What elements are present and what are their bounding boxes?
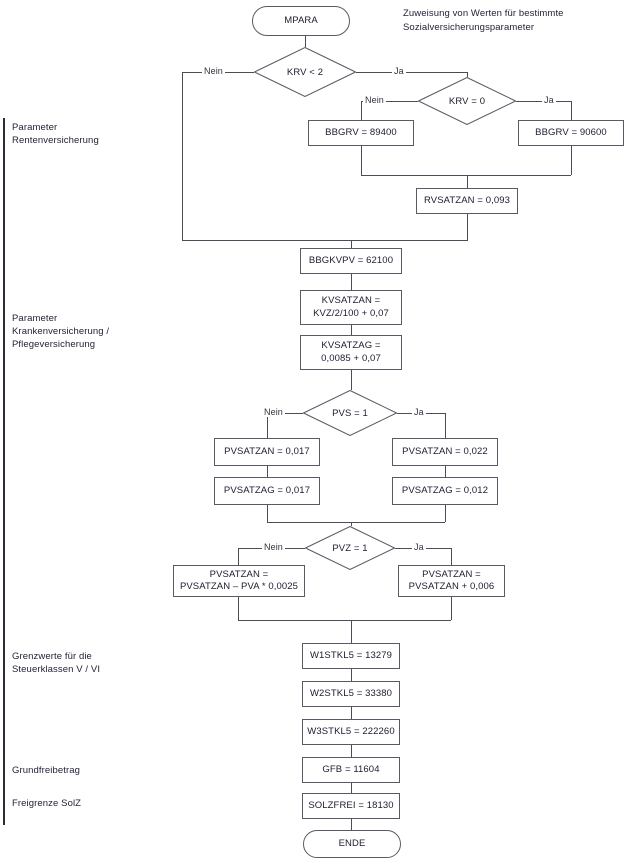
process-w3stkl5[interactable]: W3STKL5 = 222260 bbox=[302, 719, 400, 745]
edge-w2-w3 bbox=[351, 707, 352, 719]
decision-krv-lt-2[interactable]: KRV < 2 bbox=[254, 47, 356, 97]
process-pvsatzan-minus-pva[interactable]: PVSATZAN = PVSATZAN – PVA * 0,0025 bbox=[173, 565, 305, 597]
edge-merge-rv-kv bbox=[182, 240, 468, 241]
edge-krv0-nein-v bbox=[361, 101, 362, 120]
edge-solzfrei-ende bbox=[351, 819, 352, 830]
edge-w1-w2 bbox=[351, 669, 352, 681]
edge-merge-bbgrv bbox=[361, 175, 571, 176]
left-section-rail bbox=[3, 118, 5, 825]
section-label-rentenversicherung: Parameter Rentenversicherung bbox=[12, 122, 99, 146]
process-bbgrv-90600[interactable]: BBGRV = 90600 bbox=[518, 120, 624, 146]
edge-pvs-ja-v bbox=[445, 413, 446, 438]
edge-bbgrv89400-down bbox=[361, 146, 362, 175]
edge-merge-to-rvsatzan bbox=[467, 175, 468, 188]
end-terminator-ende[interactable]: ENDE bbox=[303, 830, 401, 858]
edge-bbgrv90600-down bbox=[571, 146, 572, 175]
edge-to-bbgkvpv bbox=[351, 240, 352, 248]
edge-krv2-ja-h bbox=[356, 72, 468, 73]
edge-merge-pvz-to-w1 bbox=[351, 620, 352, 643]
edge-pvsatzan022-pvsatzag012 bbox=[445, 466, 446, 477]
edge-pvs-nein-v bbox=[267, 413, 268, 438]
branch-label-pvs-nein: Nein bbox=[262, 407, 285, 417]
decision-pvz-eq-1-label: PVZ = 1 bbox=[332, 542, 368, 554]
edge-merge-pvs-to-pvz bbox=[351, 522, 352, 526]
process-solzfrei[interactable]: SOLZFREI = 18130 bbox=[302, 793, 400, 819]
section-label-freigrenze-solz: Freigrenze SolZ bbox=[12, 798, 82, 809]
process-bbgkvpv[interactable]: BBGKVPV = 62100 bbox=[300, 248, 402, 274]
edge-pvs-nein-h bbox=[267, 413, 303, 414]
edge-mpara-to-krv2 bbox=[305, 36, 306, 47]
process-rvsatzan[interactable]: RVSATZAN = 0,093 bbox=[416, 188, 518, 214]
edge-krv2-nein-v bbox=[182, 72, 183, 240]
edge-krv0-ja-v bbox=[571, 101, 572, 120]
branch-label-krv0-ja: Ja bbox=[542, 95, 556, 105]
process-pvsatzan-plus-0006[interactable]: PVSATZAN = PVSATZAN + 0,006 bbox=[398, 565, 505, 597]
section-label-grundfreibetrag: Grundfreibetrag bbox=[12, 765, 81, 776]
process-w2stkl5[interactable]: W2STKL5 = 33380 bbox=[302, 681, 400, 707]
decision-pvz-eq-1[interactable]: PVZ = 1 bbox=[305, 526, 395, 570]
branch-label-krv2-ja: Ja bbox=[392, 66, 406, 76]
edge-rvsatzan-down bbox=[467, 214, 468, 240]
process-w1stkl5[interactable]: W1STKL5 = 13279 bbox=[302, 643, 400, 669]
decision-krv-eq-0[interactable]: KRV = 0 bbox=[418, 77, 516, 125]
branch-label-krv2-nein: Nein bbox=[202, 66, 225, 76]
section-label-grenzwerte: Grenzwerte für die Steuerklassen V / VI bbox=[12, 651, 101, 675]
decision-pvs-eq-1[interactable]: PVS = 1 bbox=[303, 390, 397, 436]
process-pvsatzag-0012[interactable]: PVSATZAG = 0,012 bbox=[392, 477, 498, 505]
branch-label-pvs-ja: Ja bbox=[412, 407, 426, 417]
process-pvsatzag-0017[interactable]: PVSATZAG = 0,017 bbox=[214, 477, 320, 505]
edge-pvzright-down bbox=[451, 597, 452, 620]
edge-pvsatzan017-pvsatzag017 bbox=[267, 466, 268, 477]
edge-pvsatzag012-down bbox=[445, 505, 446, 522]
edge-krv2-ja-v bbox=[467, 72, 468, 77]
edge-w3-gfb bbox=[351, 745, 352, 757]
edge-pvzleft-down bbox=[238, 597, 239, 620]
process-gfb[interactable]: GFB = 11604 bbox=[302, 757, 400, 783]
process-bbgrv-89400[interactable]: BBGRV = 89400 bbox=[308, 120, 414, 146]
edge-pvsatzag017-down bbox=[267, 505, 268, 522]
branch-label-pvz-ja: Ja bbox=[412, 542, 426, 552]
decision-krv-lt-2-label: KRV < 2 bbox=[286, 66, 324, 78]
edge-pvz-nein-v bbox=[238, 548, 239, 565]
decision-pvs-eq-1-label: PVS = 1 bbox=[332, 407, 368, 419]
branch-label-krv0-nein: Nein bbox=[363, 95, 386, 105]
edge-bbgkvpv-kvsatzan bbox=[351, 274, 352, 290]
section-label-kranken-pflege: Parameter Krankenversicherung / Pflegeve… bbox=[12, 313, 110, 350]
edge-merge-pvz bbox=[238, 620, 451, 621]
edge-gfb-solzfrei bbox=[351, 783, 352, 793]
process-pvsatzan-0017[interactable]: PVSATZAN = 0,017 bbox=[214, 438, 320, 466]
edge-krv0-nein-h bbox=[361, 101, 418, 102]
process-kvsatzag[interactable]: KVSATZAG = 0,0085 + 0,07 bbox=[300, 335, 402, 370]
decision-krv-eq-0-label: KRV = 0 bbox=[448, 95, 486, 107]
edge-kvsatzan-kvsatzag bbox=[351, 325, 352, 335]
start-terminator-mpara[interactable]: MPARA bbox=[252, 6, 350, 36]
edge-kvsatzag-pvs bbox=[351, 370, 352, 390]
branch-label-pvz-nein: Nein bbox=[262, 542, 285, 552]
edge-merge-pvs bbox=[267, 522, 445, 523]
process-pvsatzan-0022[interactable]: PVSATZAN = 0,022 bbox=[392, 438, 498, 466]
edge-pvz-ja-v bbox=[451, 548, 452, 565]
process-kvsatzan[interactable]: KVSATZAN = KVZ/2/100 + 0,07 bbox=[300, 290, 402, 325]
diagram-caption: Zuweisung von Werten für bestimmte Sozia… bbox=[403, 8, 564, 33]
